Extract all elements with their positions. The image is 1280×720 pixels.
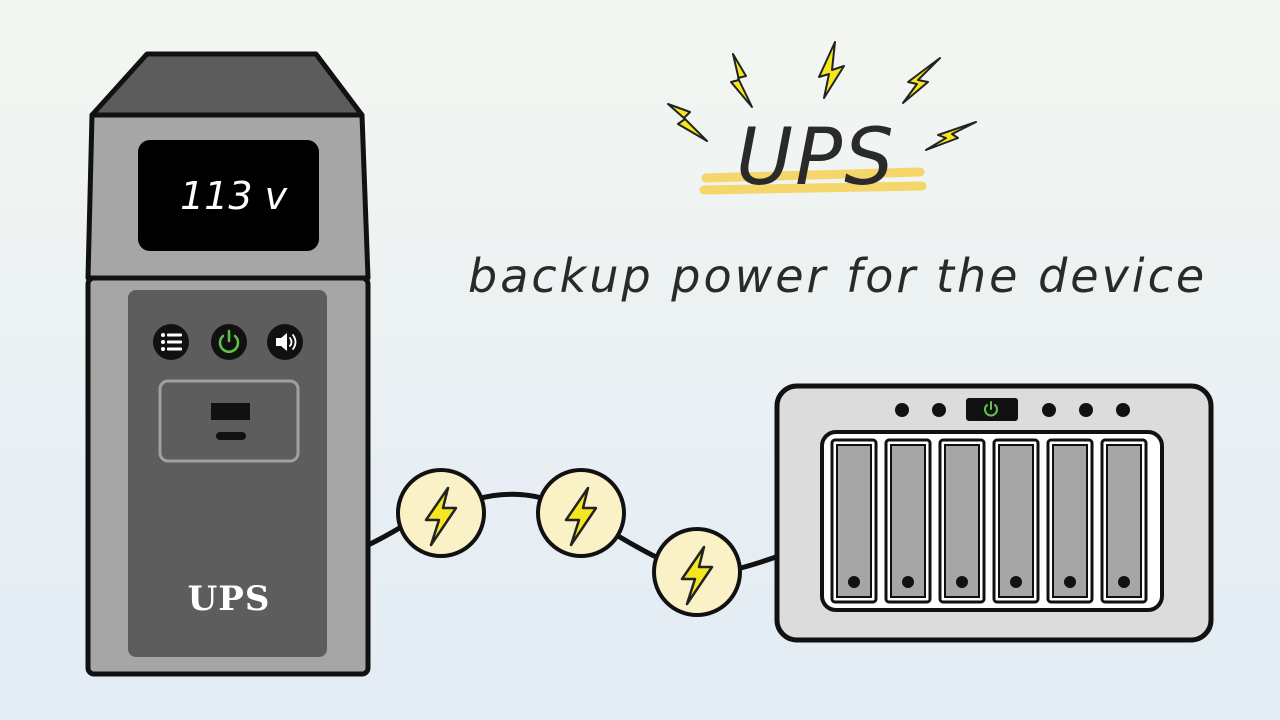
lightning-icon xyxy=(680,545,714,606)
title-text: UPS xyxy=(736,113,896,203)
outlet-slot xyxy=(216,432,246,440)
drive-bay-latch xyxy=(902,576,914,588)
drive-bay[interactable] xyxy=(992,438,1040,604)
voltage-reading: 113 v xyxy=(180,174,288,218)
power-icon xyxy=(218,329,240,353)
ups-top-cap xyxy=(89,51,365,118)
lightning-icon xyxy=(730,53,753,108)
menu-icon xyxy=(161,333,182,351)
ups-outlet-panel xyxy=(158,379,300,463)
drive-bay-latch xyxy=(956,576,968,588)
lightning-icon xyxy=(667,103,708,142)
ups-brand-label: UPS xyxy=(188,579,271,619)
ups-display xyxy=(138,140,319,251)
drive-bay[interactable] xyxy=(884,438,932,604)
lightning-icon xyxy=(424,486,458,547)
status-led xyxy=(1042,403,1056,417)
status-led xyxy=(1116,403,1130,417)
drive-bay-latch xyxy=(848,576,860,588)
power-icon xyxy=(984,401,998,417)
status-led xyxy=(895,403,909,417)
lightning-badge xyxy=(396,468,486,558)
sound-button[interactable] xyxy=(267,324,303,360)
nas-power-button[interactable] xyxy=(966,398,1018,421)
outlet-slot xyxy=(211,403,250,420)
title-group: UPS xyxy=(667,41,977,203)
drive-bay[interactable] xyxy=(938,438,986,604)
nas-device xyxy=(774,383,1214,643)
status-led xyxy=(1079,403,1093,417)
drive-bay[interactable] xyxy=(1046,438,1094,604)
drive-bay[interactable] xyxy=(830,438,878,604)
menu-button[interactable] xyxy=(153,324,189,360)
lightning-badge xyxy=(652,527,742,617)
title-highlight xyxy=(699,167,927,195)
lightning-icon xyxy=(902,57,941,104)
speaker-icon xyxy=(276,333,297,351)
drive-bay-latch xyxy=(1118,576,1130,588)
drive-bay-latch xyxy=(1064,576,1076,588)
drive-bays xyxy=(830,438,1148,604)
ups-unit: 113 v xyxy=(85,51,371,677)
lightning-icon xyxy=(818,41,845,99)
lightning-badge xyxy=(536,468,626,558)
drive-bay[interactable] xyxy=(1100,438,1148,604)
drive-bay-latch xyxy=(1010,576,1022,588)
power-button[interactable] xyxy=(211,324,247,360)
lightning-icon xyxy=(564,486,598,547)
status-led xyxy=(932,403,946,417)
subtitle-text: backup power for the device xyxy=(468,249,1207,303)
lightning-icon xyxy=(925,121,977,151)
